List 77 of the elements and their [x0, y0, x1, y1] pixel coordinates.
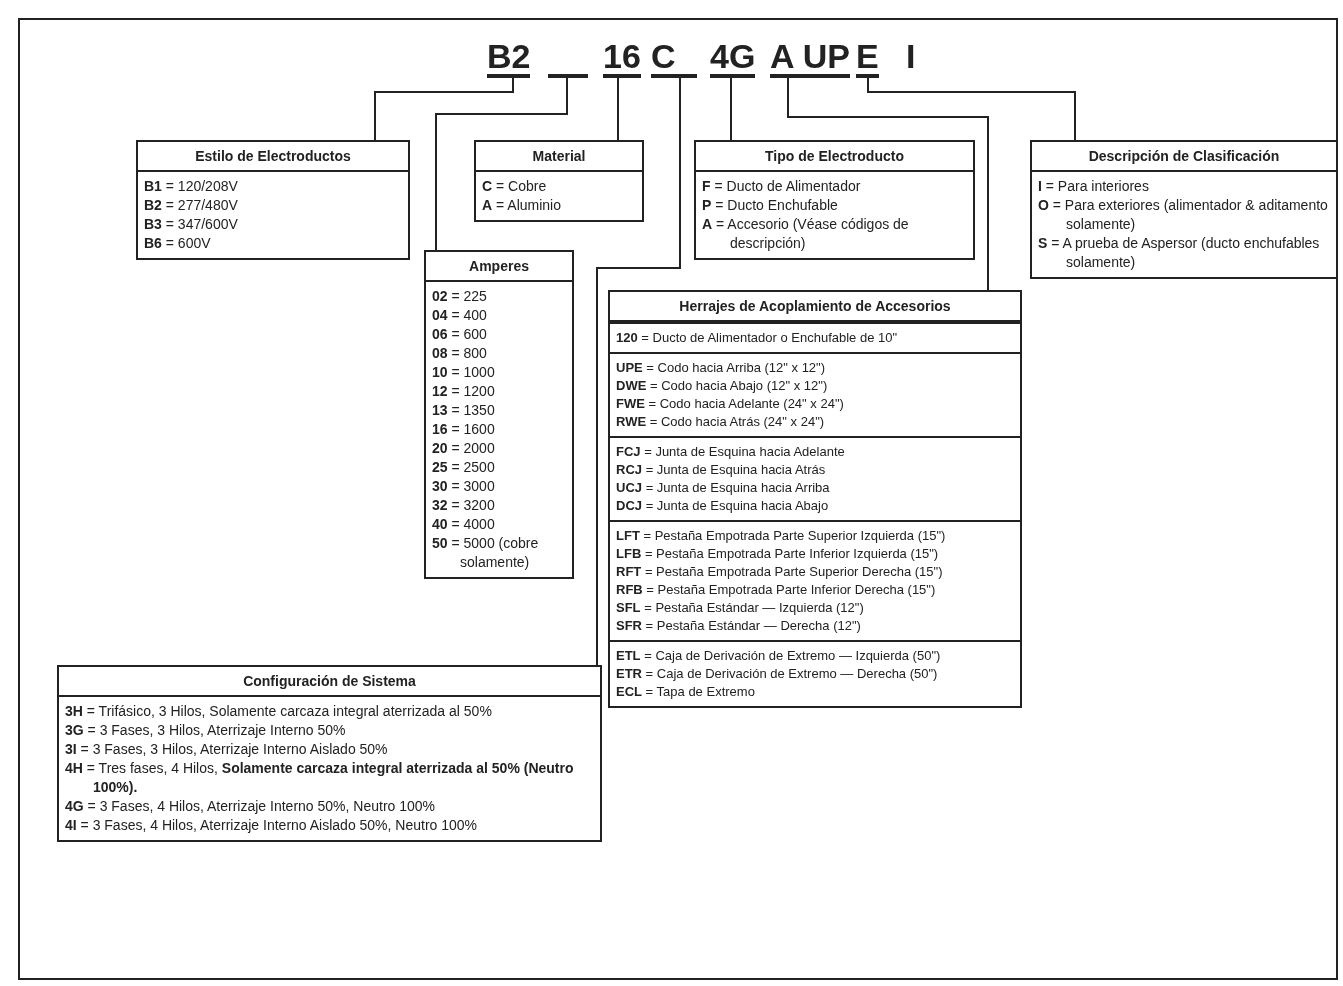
code-segment: C [651, 38, 697, 78]
table-box [1030, 140, 1338, 279]
code-entry: 32 = 3200 [432, 496, 496, 515]
code-entry: 20 = 2000 [432, 439, 496, 458]
table-box [424, 250, 574, 579]
code-entry: 30 = 3000 [432, 477, 496, 496]
code-entry: B3 = 347/600V [144, 215, 239, 234]
box-heading: Amperes [426, 252, 572, 282]
box-heading: Descripción de Clasificación [1032, 142, 1336, 172]
table-box [694, 140, 975, 260]
code-entry: 10 = 1000 [432, 363, 496, 382]
code-entry: 13 = 1350 [432, 401, 496, 420]
code-entry: 4G = 3 Fases, 4 Hilos, Aterrizaje Interno 50%, Neutro 100% [65, 797, 437, 816]
table-box [57, 665, 602, 842]
code-entry: B1 = 120/208V [144, 177, 239, 196]
code-entry: SFL = Pestaña Estándar — Izquierda (12") [616, 599, 865, 617]
code-entry: B2 = 277/480V [144, 196, 239, 215]
code-entry: O = Para exteriores (alimentador & aditamento solamente) [1038, 196, 1329, 234]
table-box [608, 290, 1022, 708]
box-heading: Material [476, 142, 642, 172]
code-entry: 40 = 4000 [432, 515, 496, 534]
code-entry: 16 = 1600 [432, 420, 496, 439]
code-entry: 12 = 1200 [432, 382, 496, 401]
code-entry: SFR = Pestaña Estándar — Derecha (12") [616, 617, 862, 635]
code-entry: 04 = 400 [432, 306, 488, 325]
box-heading: Configuración de Sistema [59, 667, 600, 697]
code-letter: I [906, 38, 916, 74]
code-entry: UPE = Codo hacia Arriba (12" x 12") [616, 359, 827, 377]
code-entry: 3I = 3 Fases, 3 Hilos, Aterrizaje Interno Aislado 50% [65, 740, 389, 759]
code-segment: A UP [770, 38, 850, 78]
code-entry: FWE = Codo hacia Adelante (24" x 24") [616, 395, 845, 413]
code-entry: LFB = Pestaña Empotrada Parte Inferior Izquierda (15") [616, 545, 940, 563]
code-entry: ETL = Caja de Derivación de Extremo — Izquierda (50") [616, 647, 942, 665]
code-entry: 02 = 225 [432, 287, 488, 306]
table-box [474, 140, 644, 222]
leader-line [374, 77, 514, 141]
code-entry: 3G = 3 Fases, 3 Hilos, Aterrizaje Interno 50% [65, 721, 347, 740]
leader-line [787, 77, 989, 291]
code-segment: 16 [603, 38, 641, 78]
code-entry: 4H = Tres fases, 4 Hilos, Solamente carcaza integral aterrizada al 50% (Neutro 100%). [65, 759, 575, 797]
code-entry: 25 = 2500 [432, 458, 496, 477]
code-entry: P = Ducto Enchufable [702, 196, 839, 215]
code-entry: DCJ = Junta de Esquina hacia Abajo [616, 497, 830, 515]
table-box [136, 140, 410, 260]
code-entry: C = Cobre [482, 177, 548, 196]
code-entry: RFB = Pestaña Empotrada Parte Inferior Derecha (15") [616, 581, 937, 599]
leader-line [730, 77, 732, 141]
box-heading: Tipo de Electroducto [696, 142, 973, 172]
code-entry: RFT = Pestaña Empotrada Parte Superior Derecha (15") [616, 563, 944, 581]
code-entry: S = A prueba de Aspersor (ducto enchufables solamente) [1038, 234, 1321, 272]
code-entry: RWE = Codo hacia Atrás (24" x 24") [616, 413, 826, 431]
code-entry: ETR = Caja de Derivación de Extremo — Derecha (50") [616, 665, 939, 683]
code-entry: 06 = 600 [432, 325, 488, 344]
code-segment: 4G [710, 38, 756, 78]
leader-line [617, 77, 619, 141]
code-segment: B2 [487, 38, 531, 78]
code-entry: UCJ = Junta de Esquina hacia Arriba [616, 479, 831, 497]
leader-line [596, 77, 681, 666]
leader-line [435, 77, 568, 251]
code-entry: 120 = Ducto de Alimentador o Enchufable de 10" [616, 329, 899, 347]
code-entry: 4I = 3 Fases, 4 Hilos, Aterrizaje Interno Aislado 50%, Neutro 100% [65, 816, 479, 835]
code-entry: A = Aluminio [482, 196, 562, 215]
code-entry: A = Accesorio (Véase códigos de descripción) [702, 215, 910, 253]
code-entry: RCJ = Junta de Esquina hacia Atrás [616, 461, 827, 479]
leader-line [867, 77, 1076, 141]
code-entry: LFT = Pestaña Empotrada Parte Superior Izquierda (15") [616, 527, 947, 545]
code-segment: E [856, 38, 879, 78]
code-entry: 3H = Trifásico, 3 Hilos, Solamente carcaza integral aterrizada al 50% [65, 702, 493, 721]
code-entry: 08 = 800 [432, 344, 488, 363]
code-entry: 50 = 5000 (cobre solamente) [432, 534, 540, 572]
code-entry: ECL = Tapa de Extremo [616, 683, 756, 701]
box-heading: Estilo de Electroductos [138, 142, 408, 172]
code-entry: DWE = Codo hacia Abajo (12" x 12") [616, 377, 829, 395]
code-entry: I = Para interiores [1038, 177, 1150, 196]
code-entry: B6 = 600V [144, 234, 212, 253]
code-entry: FCJ = Junta de Esquina hacia Adelante [616, 443, 846, 461]
code-entry: F = Ducto de Alimentador [702, 177, 862, 196]
